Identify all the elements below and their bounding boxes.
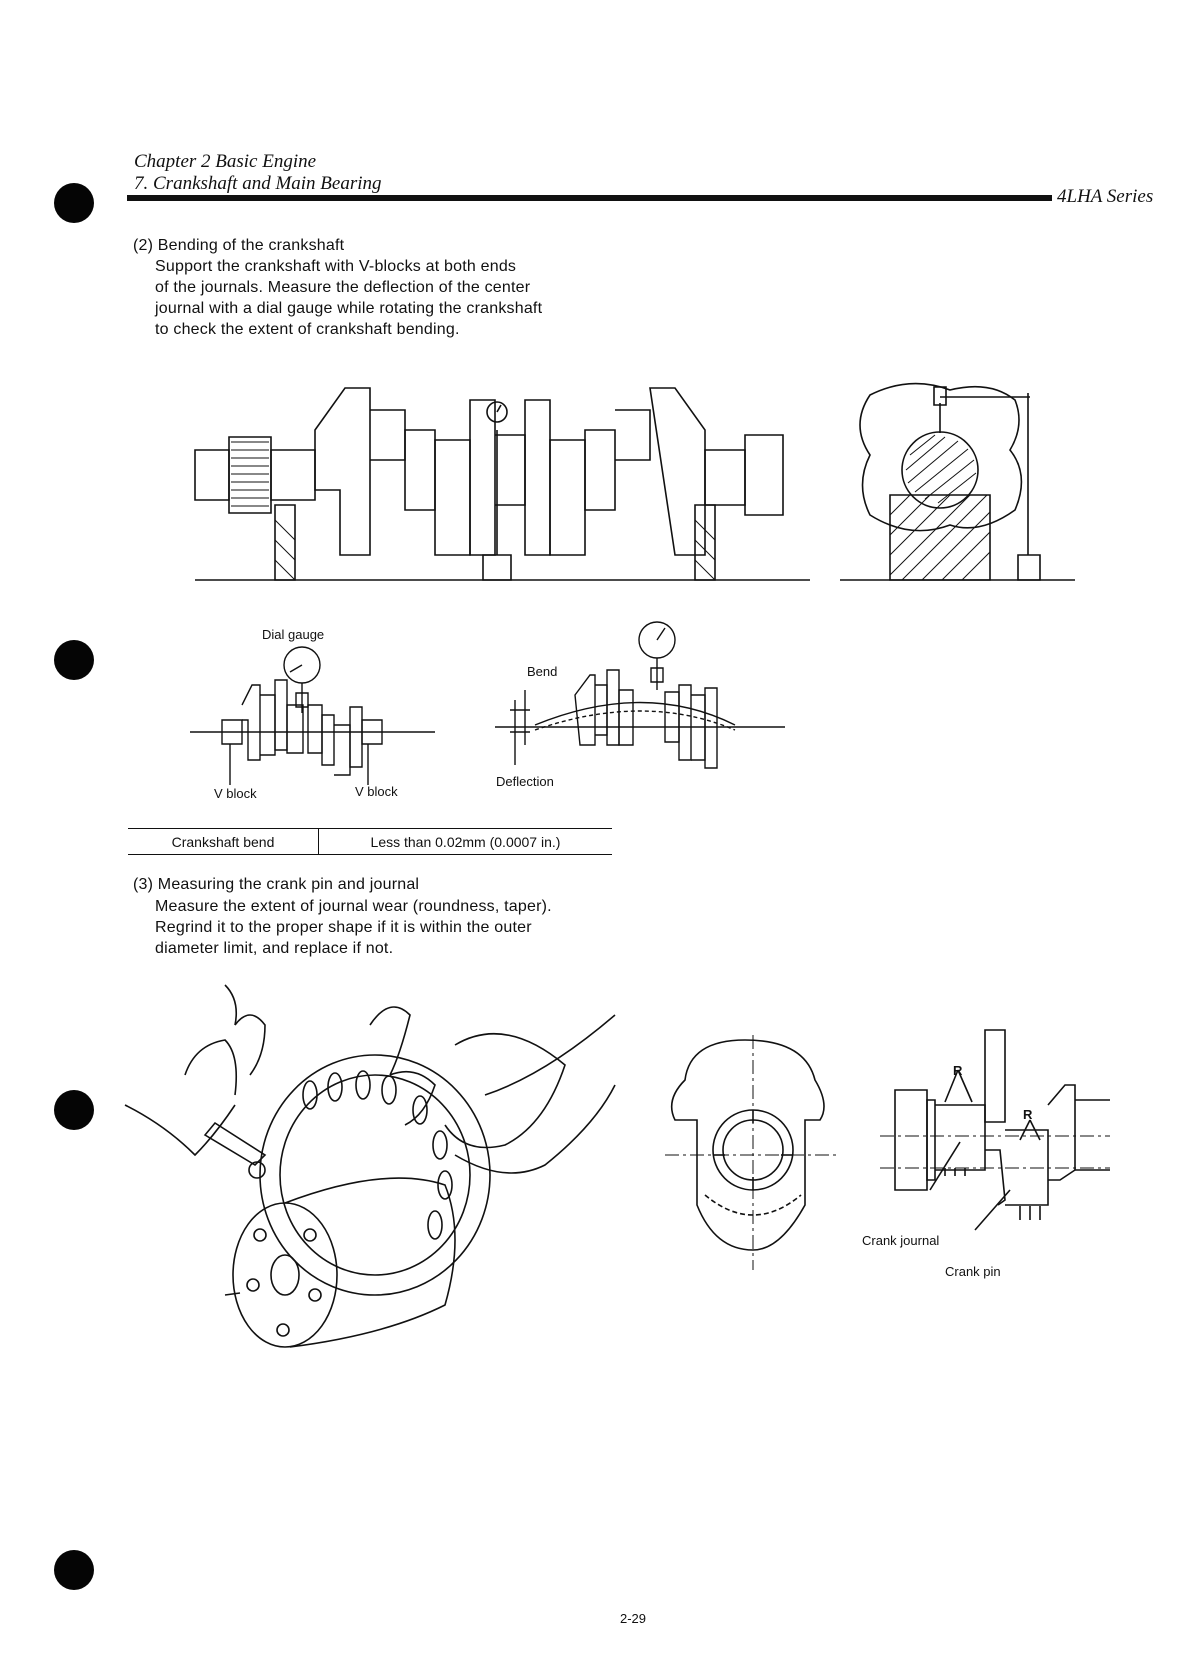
v-block-left-label: V block [214, 786, 257, 801]
body-line: Support the crankshaft with V-blocks at … [155, 258, 517, 275]
bend-deflection-figure [495, 620, 785, 770]
bending-body: Support the crankshaft with V-blocks at … [155, 256, 615, 340]
micrometer-measurement-illustration [125, 985, 615, 1360]
crank-journal-pin-r-figure [880, 1030, 1110, 1240]
punch-hole [54, 1550, 94, 1590]
punch-hole [54, 183, 94, 223]
punch-hole [54, 1090, 94, 1130]
dial-gauge-label: Dial gauge [262, 627, 325, 642]
body-line: diameter limit, and replace if not. [155, 940, 394, 957]
bending-heading: (2) Bending of the crankshaft [133, 237, 345, 254]
spec-item-cell: Crankshaft bend [128, 829, 319, 854]
body-line: of the journals. Measure the deflection … [155, 279, 531, 296]
page-number: 2-29 [620, 1611, 647, 1626]
crank-pin-label: Crank pin [945, 1264, 1001, 1279]
body-line: Regrind it to the proper shape if it is … [155, 919, 532, 936]
body-line: Measure the extent of journal wear (roun… [155, 898, 552, 915]
series-label: 4LHA Series [1057, 186, 1154, 207]
crankshaft-vblock-figure [195, 380, 810, 590]
dial-gauge-setup-figure [190, 645, 435, 775]
crankshaft-end-view-figure [840, 375, 1075, 590]
journal-cross-section-figure [665, 1035, 840, 1275]
crank-journal-label: Crank journal [862, 1233, 940, 1248]
measuring-body: Measure the extent of journal wear (roun… [155, 896, 610, 959]
measuring-heading: (3) Measuring the crank pin and journal [133, 876, 420, 893]
r-lower-label: R [1023, 1107, 1033, 1122]
spec-value-cell: Less than 0.02mm (0.0007 in.) [370, 834, 561, 850]
deflection-label: Deflection [496, 774, 554, 789]
body-line: journal with a dial gauge while rotating… [155, 300, 543, 317]
bend-label: Bend [527, 664, 558, 679]
section-title: 7. Crankshaft and Main Bearing [134, 173, 382, 194]
header-rule [127, 195, 1052, 201]
spec-table: Crankshaft bend Less than 0.02mm (0.0007… [128, 828, 612, 855]
v-block-right-label: V block [355, 784, 398, 799]
body-line: to check the extent of crankshaft bendin… [155, 321, 460, 338]
chapter-title: Chapter 2 Basic Engine [134, 151, 317, 172]
punch-hole [54, 640, 94, 680]
r-upper-label: R [953, 1063, 963, 1078]
